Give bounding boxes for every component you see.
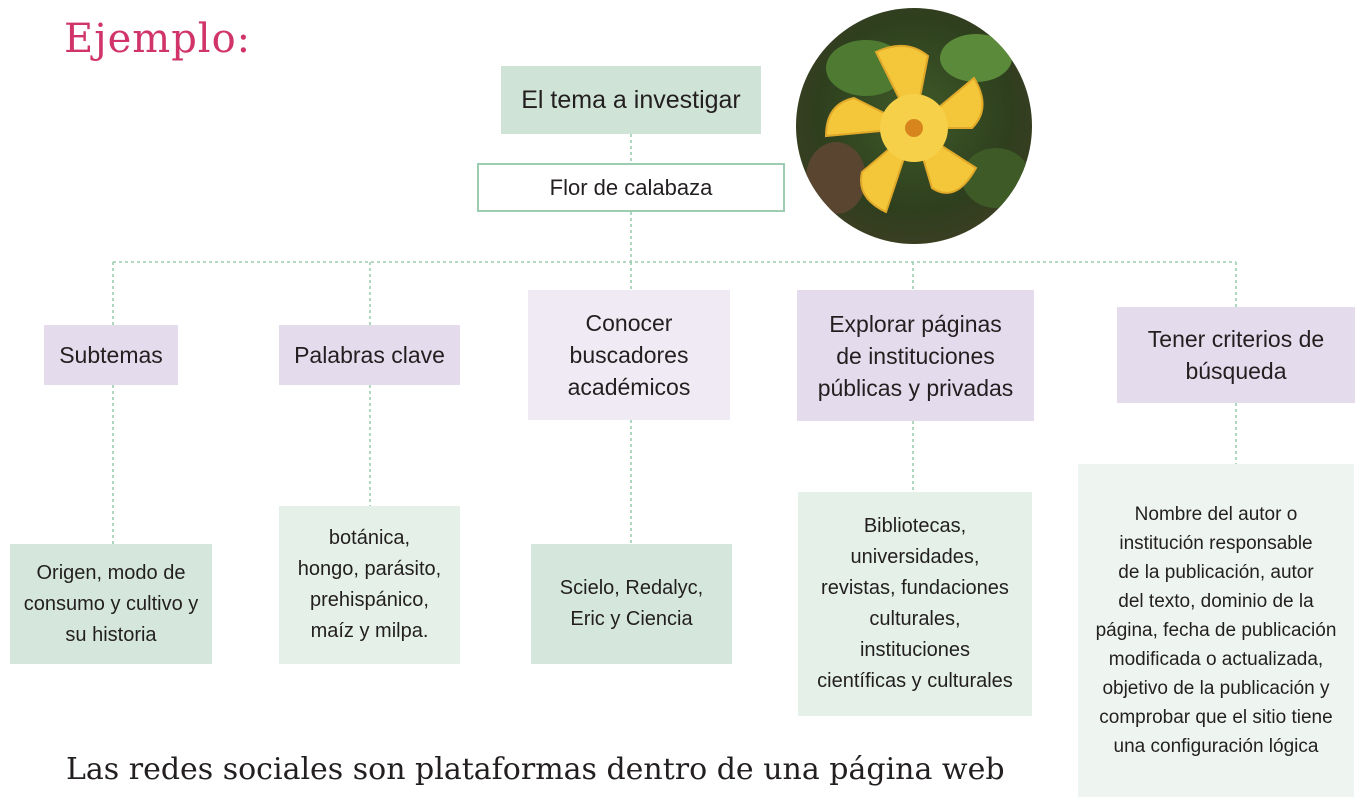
subject-box: Flor de calabaza xyxy=(477,163,785,212)
detail-subtemas: Origen, modo de consumo y cultivo y su h… xyxy=(10,544,212,664)
branch-instituciones: Explorar páginas de instituciones públic… xyxy=(797,290,1034,421)
detail-buscadores: Scielo, Redalyc, Eric y Ciencia xyxy=(531,544,732,664)
body-paragraph: Las redes sociales son plataformas dentr… xyxy=(66,752,1005,787)
branch-buscadores: Conocer buscadores académicos xyxy=(528,290,730,420)
detail-palabras-clave: botánica, hongo, parásito, prehispánico,… xyxy=(279,506,460,664)
branch-palabras-clave: Palabras clave xyxy=(279,325,460,385)
branch-subtemas: Subtemas xyxy=(44,325,178,385)
detail-instituciones: Bibliotecas, universidades, revistas, fu… xyxy=(798,492,1032,716)
detail-criterios: Nombre del autor o institución responsab… xyxy=(1078,464,1354,797)
topic-box: El tema a investigar xyxy=(501,66,761,134)
squash-flower-icon xyxy=(806,34,1030,214)
squash-flower-photo xyxy=(796,8,1032,244)
page-title: Ejemplo: xyxy=(64,16,252,62)
branch-criterios: Tener criterios de búsqueda xyxy=(1117,307,1355,403)
